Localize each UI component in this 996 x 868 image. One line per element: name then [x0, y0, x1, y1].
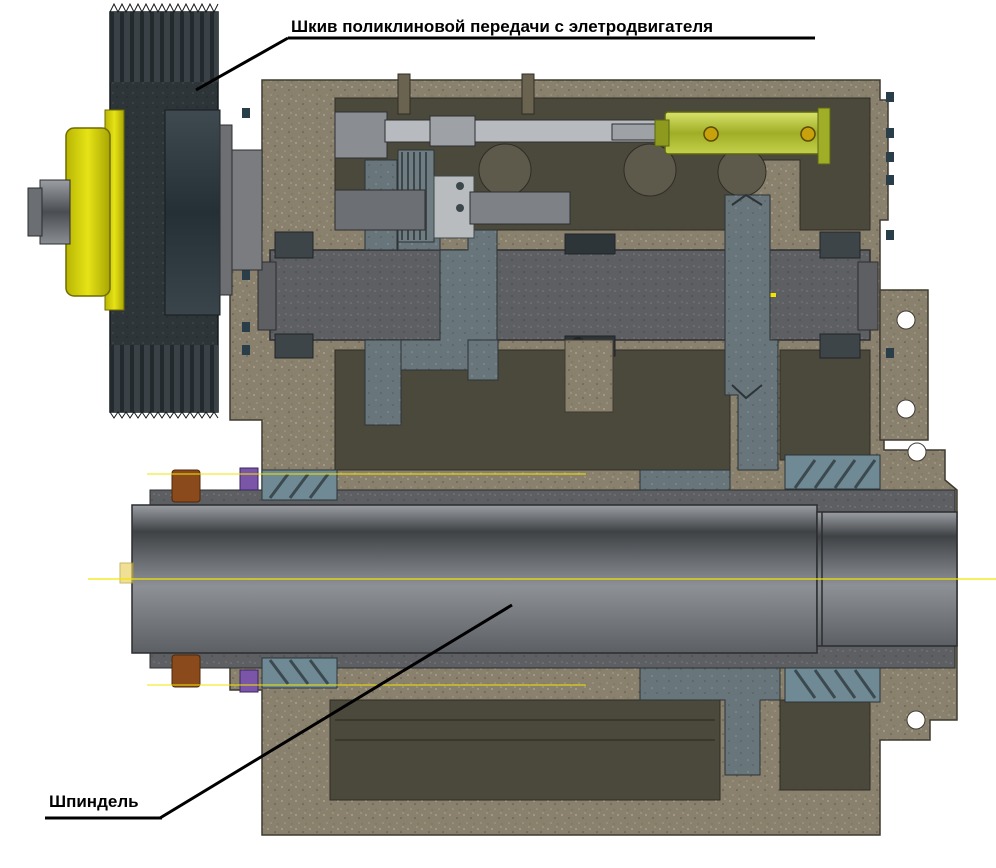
- hydraulic-cylinder: [654, 107, 831, 165]
- poly-v-pulley: [109, 2, 263, 419]
- leader-lines: [45, 36, 815, 820]
- housing-bolts: [242, 92, 894, 358]
- middle-cavity: [334, 349, 871, 471]
- construction-lines: [88, 473, 996, 686]
- front-bearing: [784, 454, 881, 703]
- pulley-hub: [27, 109, 125, 311]
- lower-cavity: [329, 699, 871, 801]
- pulley-callout-label: Шкив поликлиновой передачи с элетродвига…: [291, 17, 714, 36]
- intermediate-shaft: [257, 231, 879, 359]
- spindle-callout-label: Шпиндель: [49, 792, 139, 811]
- rear-bearing: [261, 469, 338, 689]
